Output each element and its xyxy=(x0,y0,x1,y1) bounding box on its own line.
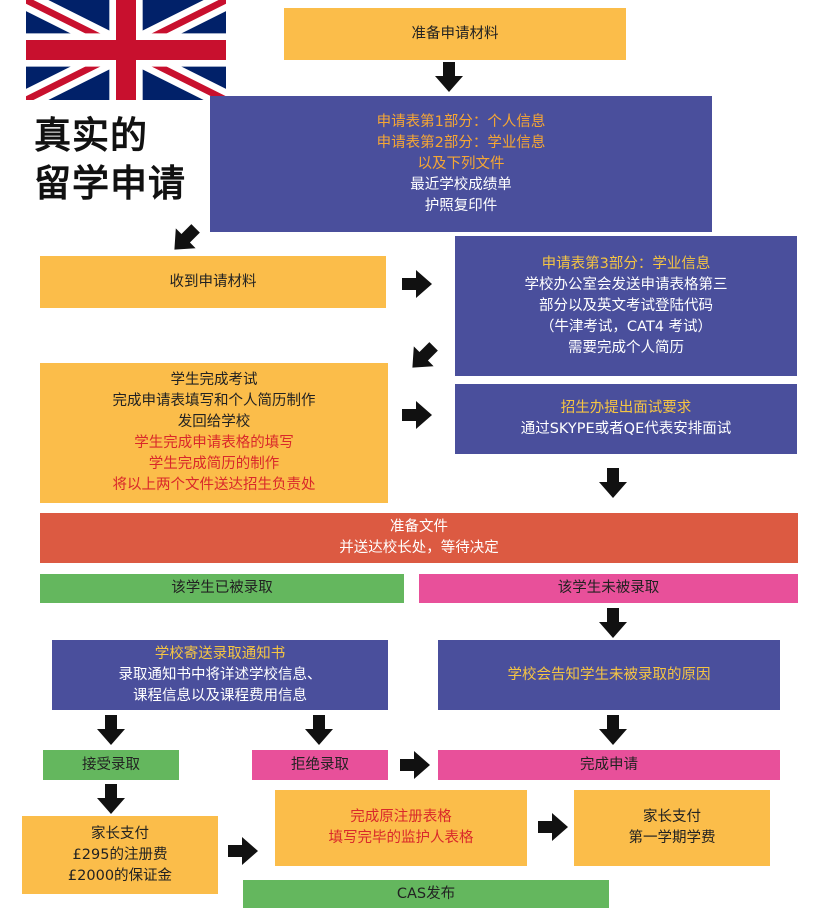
box-line: 录取通知书中将详述学校信息、 xyxy=(118,666,322,683)
arrow-down-icon xyxy=(302,713,336,747)
step-decline-offer: 拒绝录取 xyxy=(252,750,388,780)
box-line: 家长支付 xyxy=(643,809,701,825)
box-line: 护照复印件 xyxy=(424,197,498,214)
box-line: 家长支付 xyxy=(91,825,149,842)
step-parent-pay-deposit: 家长支付 £295的注册费 £2000的保证金 xyxy=(22,816,218,894)
box-line: 学生完成简历的制作 xyxy=(148,456,280,472)
box-line: CAS发布 xyxy=(396,885,456,902)
step-accept-offer: 接受录取 xyxy=(43,750,179,780)
box-line: 拒绝录取 xyxy=(291,756,349,773)
status-not-admitted: 该学生未被录取 xyxy=(419,574,798,603)
step-student-complete: 学生完成考试 完成申请表填写和个人简历制作 发回给学校 学生完成申请表格的填写 … xyxy=(40,363,388,503)
box-line: 填写完毕的监护人表格 xyxy=(328,830,474,846)
title-line-1: 真实的 xyxy=(34,114,148,157)
arrow-down-icon xyxy=(596,606,630,640)
arrow-down-left-icon xyxy=(399,333,447,381)
step-guardian-forms: 完成原注册表格 填写完毕的监护人表格 xyxy=(275,790,527,866)
box-line: 该学生已被录取 xyxy=(171,580,273,596)
uk-flag-icon xyxy=(21,0,231,109)
box-line: £2000的保证金 xyxy=(67,867,173,884)
box-line: 接受录取 xyxy=(82,756,140,773)
step-interview: 招生办提出面试要求 通过SKYPE或者QE代表安排面试 xyxy=(455,384,797,454)
box-line: 发回给学校 xyxy=(177,414,251,430)
arrow-down-icon xyxy=(432,60,466,94)
arrow-right-icon xyxy=(398,748,432,782)
arrow-right-icon xyxy=(400,267,434,301)
status-admitted: 该学生已被录取 xyxy=(40,574,404,603)
box-line: （牛津考试，CAT4 考试） xyxy=(539,318,713,335)
box-line: 完成申请 xyxy=(580,756,638,773)
box-line: 以及下列文件 xyxy=(417,155,505,172)
box-line: 部分以及英文考试登陆代码 xyxy=(539,297,713,314)
box-line: 完成原注册表格 xyxy=(350,809,452,825)
arrow-right-icon xyxy=(536,810,570,844)
arrow-down-icon xyxy=(596,713,630,747)
box-line: 并送达校长处，等待决定 xyxy=(339,540,499,556)
step-rejection-reason: 学校会告知学生未被录取的原因 xyxy=(438,640,780,710)
box-line: 通过SKYPE或者QE代表安排面试 xyxy=(520,421,732,437)
box-line: 准备申请材料 xyxy=(411,25,499,42)
box-line: 收到申请材料 xyxy=(169,273,257,290)
box-line: 学校会告知学生未被录取的原因 xyxy=(507,666,711,683)
box-line: 需要完成个人简历 xyxy=(568,339,684,356)
title-line-2: 留学申请 xyxy=(34,162,186,205)
box-line: 准备文件 xyxy=(390,519,448,535)
box-line: £295的注册费 xyxy=(72,846,168,863)
arrow-right-icon xyxy=(400,398,434,432)
box-line: 最近学校成绩单 xyxy=(410,176,512,193)
box-line: 课程信息以及课程费用信息 xyxy=(133,687,307,704)
step-cas-issued: CAS发布 xyxy=(243,880,609,908)
arrow-right-icon xyxy=(226,834,260,868)
box-line: 学校寄送录取通知书 xyxy=(154,645,286,662)
arrow-down-icon xyxy=(596,466,630,500)
box-line: 将以上两个文件送达招生负责处 xyxy=(112,477,316,493)
step-application-forms-1-2: 申请表第1部分：个人信息 申请表第2部分：学业信息 以及下列文件 最近学校成绩单… xyxy=(210,96,712,232)
box-line: 招生办提出面试要求 xyxy=(560,400,692,416)
step-prepare-materials: 准备申请材料 xyxy=(284,8,626,60)
box-line: 第一学期学费 xyxy=(628,830,716,846)
step-offer-letter: 学校寄送录取通知书 录取通知书中将详述学校信息、 课程信息以及课程费用信息 xyxy=(52,640,388,710)
box-line: 学生完成申请表格的填写 xyxy=(134,435,294,451)
box-line: 申请表第3部分：学业信息 xyxy=(541,255,711,272)
box-line: 完成申请表填写和个人简历制作 xyxy=(112,393,316,409)
arrow-down-icon xyxy=(94,713,128,747)
step-application-form-3: 申请表第3部分：学业信息 学校办公室会发送申请表格第三 部分以及英文考试登陆代码… xyxy=(455,236,797,376)
step-parent-pay-tuition: 家长支付 第一学期学费 xyxy=(574,790,770,866)
box-line: 学生完成考试 xyxy=(170,372,258,388)
step-prepare-documents: 准备文件 并送达校长处，等待决定 xyxy=(40,513,798,563)
step-received-materials: 收到申请材料 xyxy=(40,256,386,308)
arrow-down-icon xyxy=(94,782,128,816)
box-line: 申请表第1部分：个人信息 xyxy=(376,113,546,130)
box-line: 该学生未被录取 xyxy=(557,580,660,596)
step-complete-application: 完成申请 xyxy=(438,750,780,780)
box-line: 申请表第2部分：学业信息 xyxy=(376,134,546,151)
arrow-down-left-icon xyxy=(161,215,209,263)
box-line: 学校办公室会发送申请表格第三 xyxy=(524,276,728,293)
